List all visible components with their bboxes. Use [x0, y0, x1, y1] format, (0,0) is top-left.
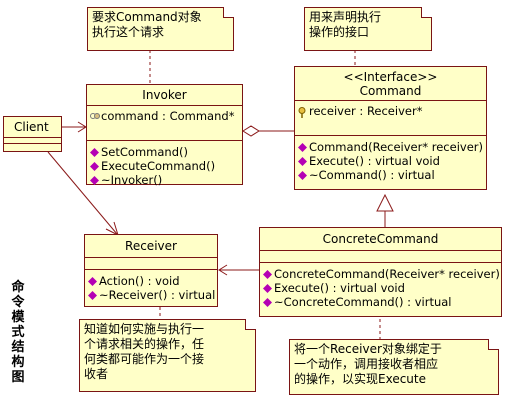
receiver-note-line: 何类都可能作为一个接: [84, 352, 205, 366]
operation-text: Execute() : virtual void: [274, 281, 405, 295]
operation-icon: [88, 291, 97, 300]
attributes-compartment: receiver : Receiver*: [295, 101, 486, 136]
note-fold: [245, 319, 256, 330]
operation-icon: [90, 162, 99, 171]
receiver-note-line: 收者: [84, 367, 109, 381]
operation-row: ExecuteCommand(): [87, 159, 242, 173]
operation-row: Execute() : virtual void: [295, 154, 486, 168]
note-fold: [223, 7, 234, 18]
operation-row: ConcreteCommand(Receiver* receiver): [260, 267, 501, 281]
side-title-char: 令: [11, 295, 25, 310]
side-title-char: 模: [11, 310, 25, 325]
private-key-attribute-icon: [90, 113, 100, 119]
invoker-note-line: 要求Command对象: [92, 10, 202, 24]
generalization-triangle: [376, 193, 394, 212]
note-fold: [421, 7, 432, 18]
receiver-note-line: 知道如何实施与执行一: [84, 322, 205, 336]
operation-text: Command(Receiver* receiver): [309, 140, 483, 154]
attribute-text: receiver : Receiver*: [309, 104, 423, 118]
client-class[interactable]: Client: [3, 116, 62, 152]
invoker-note: 要求Command对象 执行这个请求: [87, 7, 234, 51]
concrete-command-note: 将一个Receiver对象绑定于 一个动作，调用接收者相应 的操作，以实现Exe…: [289, 339, 499, 395]
operation-icon: [263, 284, 272, 293]
side-title-char: 式: [11, 325, 25, 340]
command-note-line: 操作的接口: [309, 25, 370, 39]
operation-icon: [90, 176, 99, 185]
concrete-command-class[interactable]: ConcreteCommand ConcreteCommand(Receiver…: [259, 227, 502, 317]
client-receiver-association: [47, 151, 118, 235]
invoker-note-line: 执行这个请求: [92, 25, 165, 39]
operation-row: Action() : void: [85, 274, 217, 288]
operation-text: ~Command() : virtual: [309, 168, 435, 182]
command-note-line: 用来声明执行: [309, 10, 382, 24]
operation-text: Action() : void: [99, 274, 180, 288]
side-title-char: 命: [11, 280, 25, 295]
aggregation-diamond: [242, 125, 260, 137]
attributes-compartment: [85, 258, 217, 270]
operations-compartment: [4, 144, 61, 149]
operation-icon: [90, 148, 99, 157]
concrete-note-line: 将一个Receiver对象绑定于: [294, 342, 442, 356]
operation-row: ~ConcreteCommand() : virtual: [260, 295, 501, 309]
receiver-note: 知道如何实施与执行一 个请求相关的操作，任 何类都可能作为一个接 收者: [79, 319, 256, 392]
stereotype-label: <<Interface>>: [343, 70, 438, 84]
operation-icon: [263, 298, 272, 307]
invoker-class[interactable]: Invoker command : Command* SetCommand() …: [86, 84, 243, 187]
operation-text: ExecuteCommand(): [101, 159, 216, 173]
command-note: 用来声明执行 操作的接口: [304, 7, 432, 51]
command-interface-class[interactable]: <<Interface>> Command receiver : Receive…: [294, 66, 487, 190]
operation-icon: [298, 157, 307, 166]
class-name: Invoker: [87, 85, 242, 106]
operation-icon: [298, 143, 307, 152]
operations-compartment: Action() : void ~Receiver() : virtual: [85, 270, 217, 306]
class-name: ConcreteCommand: [260, 228, 501, 251]
attributes-compartment: [4, 138, 61, 144]
attributes-compartment: command : Command*: [87, 106, 242, 141]
concrete-note-line: 的操作，以实现Execute: [294, 372, 426, 386]
operation-text: ConcreteCommand(Receiver* receiver): [274, 267, 500, 281]
operations-compartment: SetCommand() ExecuteCommand() ~Invoker(): [87, 141, 242, 191]
operation-row: ~Command() : virtual: [295, 168, 486, 182]
attribute-text: command : Command*: [101, 109, 235, 123]
receiver-note-line: 个请求相关的操作，任: [84, 337, 205, 351]
attributes-compartment: [260, 251, 501, 263]
operations-compartment: ConcreteCommand(Receiver* receiver) Exec…: [260, 263, 501, 313]
operation-row: Execute() : virtual void: [260, 281, 501, 295]
operation-text: ~ConcreteCommand() : virtual: [274, 295, 452, 309]
concrete-note-line: 一个动作，调用接收者相应: [294, 357, 439, 371]
operation-row: ~Invoker(): [87, 173, 242, 187]
receiver-class[interactable]: Receiver Action() : void ~Receiver() : v…: [84, 234, 218, 307]
operation-text: ~Invoker(): [101, 173, 163, 187]
class-name: Client: [4, 117, 61, 138]
operation-text: ~Receiver() : virtual: [99, 288, 216, 302]
class-name: Receiver: [85, 235, 217, 258]
operation-icon: [298, 171, 307, 180]
attribute-row: receiver : Receiver*: [295, 104, 486, 118]
side-title-char: 构: [11, 355, 25, 370]
operation-text: SetCommand(): [101, 145, 188, 159]
attribute-row: command : Command*: [87, 109, 242, 123]
note-fold: [488, 339, 499, 350]
protected-key-attribute-icon: [298, 107, 306, 118]
side-title-char: 图: [11, 370, 25, 385]
class-name: Command: [359, 84, 422, 98]
side-title-char: 结: [11, 340, 25, 355]
operation-icon: [88, 277, 97, 286]
operations-compartment: Command(Receiver* receiver) Execute() : …: [295, 136, 486, 186]
operation-row: SetCommand(): [87, 145, 242, 159]
operation-icon: [263, 270, 272, 279]
operation-row: ~Receiver() : virtual: [85, 288, 217, 302]
class-header: <<Interface>> Command: [295, 67, 486, 101]
diagram-side-title: 命 令 模 式 结 构 图: [8, 280, 28, 385]
concrete-receiver-arrowhead: [218, 264, 228, 276]
operation-text: Execute() : virtual void: [309, 154, 440, 168]
operation-row: Command(Receiver* receiver): [295, 140, 486, 154]
